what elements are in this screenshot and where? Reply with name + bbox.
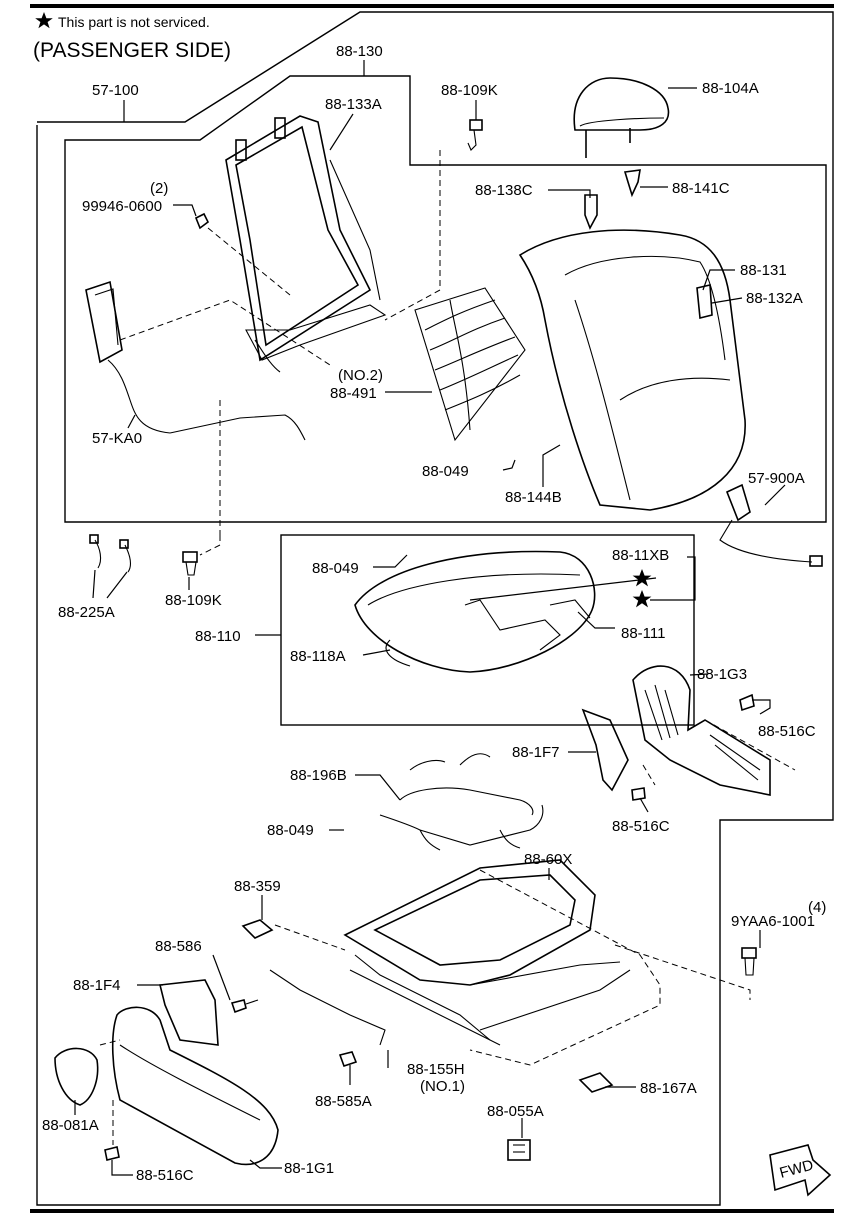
label-88-1F4: 88-1F4 — [73, 977, 121, 994]
label-88-586: 88-586 — [155, 938, 202, 955]
part-labels: 57-100 88-130 88-109K 88-104A 88-133A (2… — [42, 43, 826, 1184]
leader-dash-7 — [469, 869, 661, 1066]
label-88-132A: 88-132A — [746, 290, 803, 307]
label-57-100: 57-100 — [92, 82, 139, 99]
label-88-11XB: 88-11XB — [612, 547, 669, 564]
label-88-491-qty: (NO.2) — [338, 367, 383, 384]
bolt-88-109K-mid — [182, 551, 198, 576]
cap-88-167A — [578, 1072, 614, 1093]
screw-88-586 — [230, 999, 259, 1014]
label-88-131: 88-131 — [740, 262, 787, 279]
wiring-harness — [89, 534, 132, 573]
leader-dash-11 — [704, 719, 796, 771]
recliner-cover-inner — [581, 708, 629, 792]
leader-dash-12 — [642, 764, 656, 786]
label-88-359: 88-359 — [234, 878, 281, 895]
not-serviced-note: This part is not serviced. — [58, 14, 210, 30]
side-shield-88-1G1 — [111, 1006, 279, 1166]
top-rule — [30, 4, 834, 8]
headrest-guides — [584, 169, 713, 320]
connector-88-055A — [507, 1139, 531, 1161]
headrest — [573, 77, 670, 158]
nut-99946 — [194, 212, 210, 230]
fwd-arrow-icon: FWD — [769, 1144, 832, 1197]
side-airbag — [85, 280, 306, 441]
bolt-88-516C-b — [631, 787, 646, 801]
label-88-049-b: 88-049 — [312, 560, 359, 577]
label-57-900A: 57-900A — [748, 470, 805, 487]
label-88-133A: 88-133A — [325, 96, 382, 113]
label-88-049-a: 88-049 — [422, 463, 469, 480]
label-88-130: 88-130 — [336, 43, 383, 60]
cable-88-155H — [269, 969, 386, 1046]
leader-dash-9 — [99, 1039, 121, 1046]
star-icon — [632, 590, 652, 608]
label-88-155H-qty: (NO.1) — [420, 1078, 465, 1095]
bolt-9YAA6 — [741, 947, 757, 976]
recliner-cover-outer — [632, 665, 771, 796]
label-88-144B: 88-144B — [505, 489, 562, 506]
cushion-springs — [379, 753, 544, 851]
leader-dash-3 — [119, 299, 331, 366]
label-88-155H: 88-155H — [407, 1061, 465, 1078]
cushion-frame — [343, 859, 631, 1046]
label-88-516C-c: 88-516C — [136, 1167, 194, 1184]
leader-dash-2 — [207, 227, 291, 296]
label-88-141C: 88-141C — [672, 180, 730, 197]
label-88-049-c: 88-049 — [267, 822, 314, 839]
nut-88-585A — [338, 1051, 358, 1068]
leader-dash-8 — [614, 944, 751, 1000]
label-88-516C-b: 88-516C — [612, 818, 670, 835]
label-88-585A: 88-585A — [315, 1093, 372, 1110]
label-88-109K-top: 88-109K — [441, 82, 498, 99]
label-9YAA6-1001: 9YAA6-1001 — [731, 913, 815, 930]
leader-dash-5 — [199, 535, 221, 556]
star-icon — [35, 12, 53, 29]
leader-dash-6 — [274, 924, 346, 951]
cushion-assembly-box — [280, 534, 695, 726]
label-88-491: 88-491 — [330, 385, 377, 402]
seat-belt-buckle — [719, 483, 823, 567]
leader-lines — [74, 60, 786, 1176]
side-title: (PASSENGER SIDE) — [33, 39, 231, 62]
label-88-055A: 88-055A — [487, 1103, 544, 1120]
header: This part is not serviced. (PASSENGER SI… — [33, 12, 231, 62]
fwd-label: FWD — [778, 1157, 816, 1182]
label-88-110: 88-110 — [195, 628, 241, 645]
label-88-1G3: 88-1G3 — [697, 666, 747, 683]
label-88-104A: 88-104A — [702, 80, 759, 97]
label-88-109K-mid: 88-109K — [165, 592, 222, 609]
outer-assembly-boundary — [36, 11, 834, 1206]
label-88-167A: 88-167A — [640, 1080, 697, 1097]
label-99946-qty: (2) — [150, 180, 168, 197]
seat-back-assembly-box — [64, 75, 827, 523]
bolt-88-516C-c — [104, 1146, 120, 1161]
bracket-88-1F4 — [159, 979, 219, 1046]
label-88-60X: 88-60X — [524, 851, 572, 868]
label-88-118A: 88-118A — [290, 648, 346, 665]
bolt-88-516C-a — [739, 693, 755, 712]
cap-88-359 — [241, 919, 274, 939]
star-icon — [632, 569, 652, 587]
seat-back-trim — [518, 229, 746, 511]
label-88-516C-a: 88-516C — [758, 723, 816, 740]
label-88-1G1: 88-1G1 — [284, 1160, 334, 1177]
cushion — [354, 550, 596, 673]
bottom-rule — [30, 1209, 834, 1213]
label-88-1F7: 88-1F7 — [512, 744, 560, 761]
label-88-081A: 88-081A — [42, 1117, 99, 1134]
label-88-111: 88-111 — [621, 625, 665, 642]
seat-back-frame — [225, 115, 387, 373]
seat-back-spring — [414, 287, 526, 442]
label-88-225A: 88-225A — [58, 604, 115, 621]
label-88-196B: 88-196B — [290, 767, 347, 784]
label-88-138C: 88-138C — [475, 182, 533, 199]
leader-dash-1 — [384, 150, 441, 321]
label-57-KA0: 57-KA0 — [92, 430, 142, 447]
label-9YAA6-qty: (4) — [808, 899, 826, 916]
bolt-88-109K-top — [467, 119, 483, 151]
knob-88-081A — [54, 1047, 99, 1106]
label-99946-0600: 99946-0600 — [82, 198, 162, 215]
